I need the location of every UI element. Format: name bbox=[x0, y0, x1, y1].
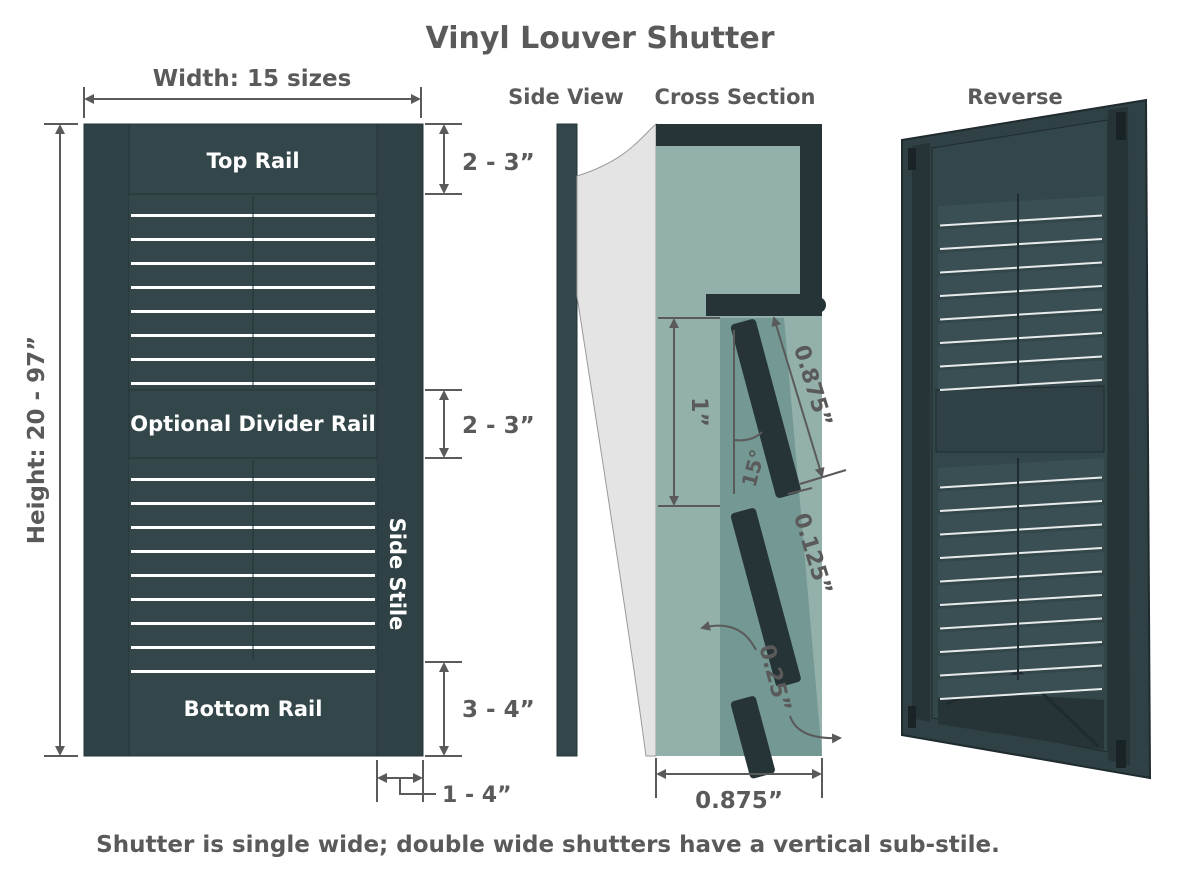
louver-slat-3 bbox=[730, 696, 775, 779]
reverse-upper-louver-gap-1 bbox=[939, 214, 1103, 227]
divider-rail-label: Optional Divider Rail bbox=[130, 412, 375, 436]
reverse-lower-louver-slat-3 bbox=[938, 505, 1104, 534]
cross-section-label: Cross Section bbox=[655, 85, 816, 109]
top-rail bbox=[128, 123, 378, 195]
reverse-left-stile bbox=[912, 143, 930, 722]
reverse-lower-louver-slat-5 bbox=[938, 552, 1104, 581]
reverse-lower-louver-slat-7 bbox=[938, 599, 1104, 628]
reverse-view: Reverse bbox=[901, 85, 1152, 780]
rotation-arrow-left bbox=[700, 621, 757, 651]
side-stile-label: Side Stile bbox=[385, 518, 409, 631]
reverse-louvers-upper bbox=[938, 196, 1104, 391]
reverse-upper-louver-slat-3 bbox=[938, 243, 1104, 272]
reverse-lower-louver-slat-4 bbox=[938, 528, 1104, 557]
rotation-arrow-right bbox=[789, 715, 842, 744]
reverse-right-stile bbox=[1108, 107, 1130, 766]
reverse-lower-louver-gap-2 bbox=[939, 500, 1103, 512]
reverse-divider-rail bbox=[935, 385, 1105, 453]
reverse-lower-louver-slat-8 bbox=[938, 622, 1104, 651]
reverse-lower-louver-gap-10 bbox=[939, 688, 1103, 700]
reverse-lower-louver-gap-9 bbox=[939, 664, 1103, 677]
hinge-bottom bbox=[1116, 740, 1126, 768]
depth-label: 0.875” bbox=[695, 788, 783, 814]
stile-dimension: 1 - 4” bbox=[442, 783, 512, 808]
reverse-lower-louver-gap-4 bbox=[939, 547, 1103, 559]
reverse-lower-louver-gap-1 bbox=[939, 476, 1103, 489]
divider-rail-dimension: 2 - 3” bbox=[462, 413, 535, 439]
reverse-upper-louver-gap-3 bbox=[939, 261, 1103, 274]
reverse-upper-louver-gap-8 bbox=[939, 379, 1103, 391]
reverse-upper-louver-gap-7 bbox=[939, 355, 1103, 368]
louver-spacing-label: 1” bbox=[686, 397, 711, 427]
bottom-rail-label: Bottom Rail bbox=[184, 697, 323, 721]
louver-shadow-area bbox=[720, 318, 822, 756]
front-lower-louver-slat-9 bbox=[129, 652, 377, 673]
width-label: Width: 15 sizes bbox=[153, 66, 352, 92]
divider-rail bbox=[128, 389, 378, 459]
top-rail-dimension: 2 - 3” bbox=[462, 150, 535, 176]
reverse-lower-louver-gap-3 bbox=[939, 523, 1103, 536]
reverse-upper-louver-slat-2 bbox=[938, 219, 1104, 248]
reverse-upper-louver-slat-6 bbox=[938, 313, 1104, 342]
reverse-lower-louver-slat-6 bbox=[938, 575, 1104, 604]
reverse-upper-louver-slat-1 bbox=[938, 196, 1104, 225]
reverse-upper-louver-slat-5 bbox=[938, 290, 1104, 319]
bottom-rail-dimension: 3 - 4” bbox=[462, 697, 535, 723]
rail-profile bbox=[656, 124, 822, 316]
reverse-louvers-lower bbox=[938, 458, 1104, 700]
reverse-lower-louver-gap-7 bbox=[939, 617, 1103, 630]
cross-section: Cross Section 1” 15° 0.875” 0.125” 0 bbox=[576, 85, 847, 814]
reverse-upper-louver-gap-6 bbox=[939, 332, 1103, 344]
reverse-upper-louver-gap-5 bbox=[939, 308, 1103, 321]
hinge-top bbox=[1116, 112, 1126, 140]
reverse-lower-louver-slat-9 bbox=[938, 646, 1104, 675]
reverse-upper-louver-gap-2 bbox=[939, 238, 1103, 250]
reverse-lower-louver-gap-8 bbox=[939, 641, 1103, 653]
reverse-bottom-brace bbox=[938, 690, 1104, 750]
bottom-rail bbox=[128, 661, 378, 757]
reverse-view-label: Reverse bbox=[967, 85, 1062, 109]
right-side-stile bbox=[376, 123, 424, 757]
reverse-upper-louver-slat-7 bbox=[938, 337, 1104, 366]
side-view-label: Side View bbox=[508, 85, 624, 109]
side-view-profile bbox=[556, 123, 578, 757]
front-view: Width: 15 sizes Height: 20 - 97” Top Rai… bbox=[24, 66, 535, 808]
reverse-upper-louver-slat-4 bbox=[938, 266, 1104, 295]
reverse-lower-louver-gap-6 bbox=[939, 594, 1103, 606]
reverse-upper-louver-gap-4 bbox=[939, 285, 1103, 297]
reverse-lower-louver-slat-1 bbox=[938, 458, 1104, 487]
reverse-lower-louver-slat-10 bbox=[938, 669, 1104, 698]
diagram-title: Vinyl Louver Shutter bbox=[426, 21, 775, 56]
left-side-stile bbox=[83, 123, 130, 757]
side-view: Side View bbox=[508, 85, 624, 757]
reverse-lower-louver-slat-2 bbox=[938, 481, 1104, 510]
reverse-lower-louver-gap-5 bbox=[939, 570, 1103, 583]
footnote: Shutter is single wide; double wide shut… bbox=[96, 832, 1000, 858]
cross-section-projection bbox=[576, 122, 657, 757]
louver-slat-2 bbox=[730, 508, 801, 687]
height-label: Height: 20 - 97” bbox=[24, 336, 50, 544]
louver-width-line bbox=[771, 316, 825, 478]
top-rail-label: Top Rail bbox=[206, 149, 299, 173]
reverse-upper-louver-slat-8 bbox=[938, 360, 1104, 389]
front-lower-louver-gap-9 bbox=[131, 670, 375, 673]
